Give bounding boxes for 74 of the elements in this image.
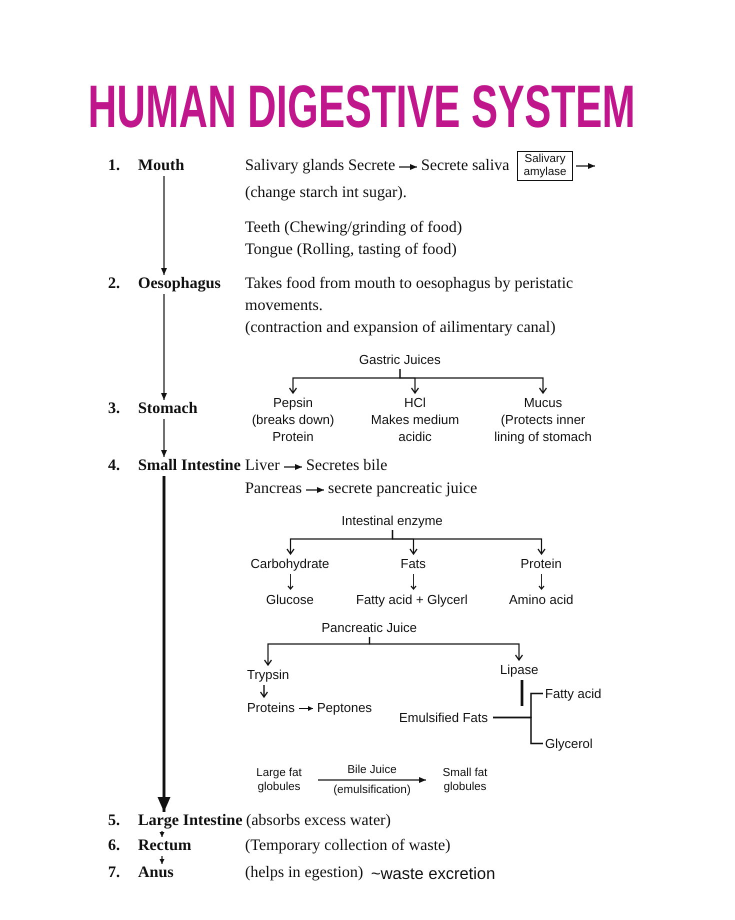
nutrient-name: Carbohydrate [250, 554, 330, 572]
edge-label: Bile Juice (emulsification) [332, 763, 412, 798]
description-text: (contraction and expansion of ailimentary canal) [245, 318, 556, 338]
arrow [160, 831, 164, 837]
process-text: Secrete saliva [421, 155, 510, 177]
organ-name: Large Intestine [138, 813, 242, 829]
description-text: Tongue (Rolling, tasting of food) [245, 240, 457, 260]
process-text: Pancreas [245, 478, 302, 500]
process-text: Salivary glands Secrete [245, 155, 396, 177]
arrow [399, 164, 417, 170]
arrow [161, 294, 167, 400]
process-text: Liver [245, 455, 280, 477]
substance-name: Peptones [317, 698, 372, 716]
note-text: ~waste excretion [371, 864, 496, 884]
arrow [576, 163, 595, 169]
arrow [158, 476, 170, 812]
process-text: Secretes bile [306, 455, 388, 477]
step-number: 1. [108, 158, 120, 174]
description-text: Teeth (Chewing/grinding of food) [245, 218, 462, 238]
connector-line [493, 716, 543, 744]
substance-name: Small fat globules [430, 766, 500, 794]
arrow [538, 574, 545, 590]
connector-line [520, 680, 524, 706]
description-text: (change starch int sugar). [245, 183, 407, 203]
description-text: (Temporary collection of waste) [245, 836, 450, 856]
juice-component: Mucus (Protects inner lining of stomach [488, 394, 598, 444]
enzyme-name: Trypsin [247, 666, 290, 682]
arrow [410, 574, 417, 590]
arrow [260, 685, 268, 698]
substance-name: Glycerol [545, 734, 593, 752]
juice-heading: Pancreatic Juice [322, 618, 417, 636]
juice-heading: Intestinal enzyme [342, 512, 443, 528]
step-number: 6. [108, 838, 120, 854]
product-name: Fatty acid + Glycerl [356, 590, 468, 608]
arrow [318, 777, 426, 783]
step-number: 4. [108, 458, 120, 474]
description-text: Takes food from mouth to oesophagus by peristatic movements. [245, 274, 574, 316]
process-text: secrete pancreatic juice [328, 478, 478, 500]
step-number: 2. [108, 276, 120, 292]
arrow [399, 369, 548, 394]
juice-heading: Gastric Juices [359, 350, 441, 368]
organ-name: Anus [138, 865, 174, 881]
arrow [161, 176, 167, 275]
organ-name: Small Intestine [138, 458, 241, 474]
title: HUMAN DIGESTIVE SYSTEM [88, 77, 636, 137]
product-name: Glucose [266, 590, 314, 608]
substance-name: Emulsified Fats [399, 708, 488, 726]
nutrient-name: Fats [400, 554, 426, 572]
arrow [368, 637, 524, 661]
arrow [161, 419, 167, 457]
substance-name: Proteins [247, 698, 295, 716]
enzyme-name: Lipase [500, 660, 538, 678]
arrow [392, 530, 546, 555]
arrow [287, 574, 294, 590]
substance-name: Large fat globules [244, 766, 314, 794]
arrow [160, 856, 164, 864]
description-text: (helps in egestion) [245, 863, 364, 883]
juice-component: HCl Makes medium acidic [365, 394, 465, 444]
step-number: 7. [108, 865, 120, 881]
enzyme-box: Salivary amylase [517, 151, 573, 181]
organ-name: Mouth [138, 158, 184, 174]
substance-name: Fatty acid [545, 684, 602, 702]
organ-name: Stomach [138, 401, 198, 417]
arrow [306, 487, 324, 493]
arrow [284, 464, 302, 470]
arrow [298, 706, 314, 711]
step-number: 5. [108, 813, 120, 829]
juice-component: Pepsin (breaks down) Protein [243, 394, 343, 444]
organ-name: Rectum [138, 838, 192, 854]
nutrient-name: Protein [520, 554, 562, 572]
step-number: 3. [108, 401, 120, 417]
organ-name: Oesophagus [138, 276, 221, 292]
description-text: (absorbs excess water) [246, 811, 391, 831]
product-name: Amino acid [509, 590, 574, 608]
